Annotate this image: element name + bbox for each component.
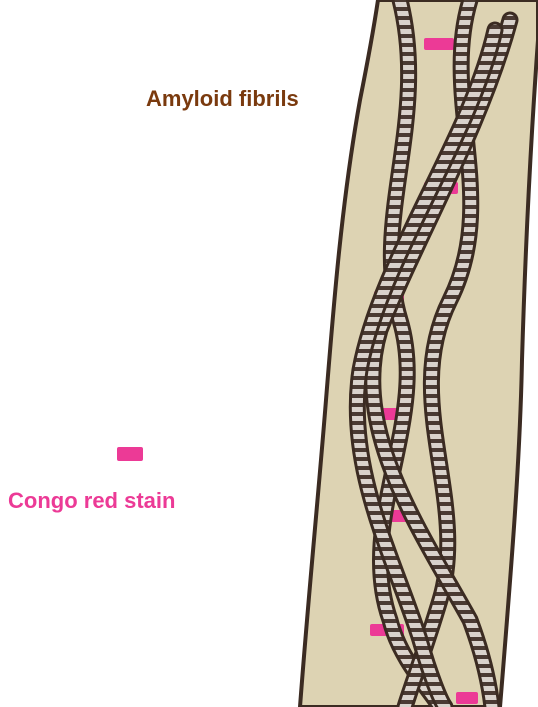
congo-red-legend-swatch: [117, 447, 143, 461]
amyloid-fibrils-label: Amyloid fibrils: [146, 86, 299, 112]
fiber-body: [300, 0, 538, 707]
congo-red-stain-label: Congo red stain: [8, 488, 175, 514]
